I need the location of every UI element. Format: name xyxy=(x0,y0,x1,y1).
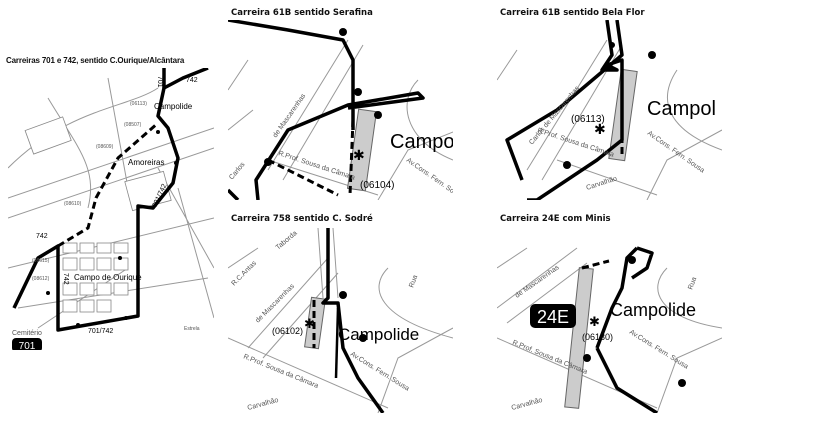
street-carvalhao: Carvalhão xyxy=(247,397,280,412)
place-campolide: Campol xyxy=(647,98,716,120)
street-carvalhao: Carvalhão xyxy=(585,175,618,192)
place-amoreiras: Amoreiras xyxy=(128,158,164,167)
map-61b-serafina: ✱ (06104) Campoli de Mascarenhas R.Prof.… xyxy=(228,20,453,200)
street-grid xyxy=(8,77,214,329)
street-prof-sousa-camara: R.Prof. Sousa da Câmara xyxy=(277,150,355,181)
map-24e-minis: 24E ✱ (06130) Campolide de Mascarenhas R… xyxy=(497,228,722,413)
stop-06104: (06104) xyxy=(360,180,394,191)
street-av-cons-fern-sousa: Av.Cons. Fern. Sousa xyxy=(349,351,410,393)
street-prof-sousa-camara: R.Prof. Sousa da Câmara xyxy=(242,353,319,390)
map-758-sodre-svg: ✱ (06102) Campolide de Mascarenhas R.Pro… xyxy=(228,228,453,413)
street-mascarenhas: de Mascarenhas xyxy=(272,92,308,139)
route-24e-badge xyxy=(530,304,576,328)
stop-06130: (06130) xyxy=(582,332,613,342)
place-campo-de-ourique: Campo de Ourique xyxy=(74,273,142,282)
stop-08507: (08507) xyxy=(124,122,142,128)
route-24e-badge-text: 24E xyxy=(537,307,569,327)
stop-08615: (08615) xyxy=(32,258,50,264)
street-carlos: Carlos xyxy=(228,161,247,181)
route-label-742-vertical: 742 xyxy=(62,273,69,285)
street-av-cons-fern-sousa: Av.Cons. Fern. Sousa xyxy=(646,130,706,175)
panel-24e-minis-title: Carreira 24E com Minis xyxy=(500,214,611,224)
svg-text:✱: ✱ xyxy=(304,316,315,331)
map-61b-bela-flor: ✱ (06113) Campol Carlos de Mascarenhas R… xyxy=(497,20,722,200)
place-cemiterio: Cemitério xyxy=(12,330,42,337)
route-701-badge-text: 701 xyxy=(19,341,36,350)
map-carreiras-701-742: Campolide Amoreiras Campo de Ourique Cem… xyxy=(8,68,214,350)
route-742-dashed-line xyxy=(57,121,159,248)
route-label-701-top: 701 xyxy=(156,76,163,88)
street-av-cons-fern-sousa: Av.Cons. Fern. Sousa xyxy=(628,329,689,371)
place-campolide: Campolide xyxy=(154,102,193,111)
left-map-title: Carreiras 701 e 742, sentido C.Ourique/A… xyxy=(6,56,185,65)
route-701-badge xyxy=(12,338,42,350)
place-campolide: Campoli xyxy=(390,131,453,153)
panel-61b-serafina-title: Carreira 61B sentido Serafina xyxy=(231,8,373,18)
map-24e-minis-svg: 24E ✱ (06130) Campolide de Mascarenhas R… xyxy=(497,246,722,413)
map-701-742-svg: Campolide Amoreiras Campo de Ourique Cem… xyxy=(8,68,214,350)
stop-06102: (06102) xyxy=(272,326,303,336)
map-61b-bela-flor-svg: ✱ (06113) Campol Carlos de Mascarenhas R… xyxy=(497,20,722,200)
street-av-cons-fern-sousa: Av.Cons. Fern. Sousa xyxy=(405,157,453,200)
panel-61b-bela-flor-title: Carreira 61B sentido Bela Flor xyxy=(500,8,645,18)
svg-text:✱: ✱ xyxy=(594,121,606,137)
street-taborda: Taborda xyxy=(275,230,299,252)
stop-08612: (08612) xyxy=(32,276,50,282)
street-rua: Rua xyxy=(408,274,419,289)
stop-08609: (08609) xyxy=(96,144,114,150)
stop-08610: (08610) xyxy=(64,201,82,207)
street-mascarenhas: de Mascarenhas xyxy=(254,283,296,325)
svg-text:✱: ✱ xyxy=(589,314,600,329)
place-estrela: Estrela xyxy=(184,326,200,332)
svg-text:✱: ✱ xyxy=(353,147,365,163)
street-rua: Rua xyxy=(687,276,698,291)
map-61b-serafina-svg: ✱ (06104) Campoli de Mascarenhas R.Prof.… xyxy=(228,20,453,200)
street-carvalhao: Carvalhão xyxy=(511,397,544,412)
route-label-742: 742 xyxy=(36,233,48,240)
street-mascarenhas: de Mascarenhas xyxy=(514,264,561,300)
stop-markers xyxy=(46,130,178,327)
place-campolide: Campolide xyxy=(610,300,696,320)
map-758-sodre: ✱ (06102) Campolide de Mascarenhas R.Pro… xyxy=(228,228,453,413)
stop-06113: (06113) xyxy=(130,101,147,107)
route-label-742-top: 742 xyxy=(186,77,198,84)
panel-758-sodre-title: Carreira 758 sentido C. Sodré xyxy=(231,214,373,224)
place-campolide: Campolide xyxy=(338,325,419,344)
route-701-742-line xyxy=(12,68,209,332)
route-label-701-742-bottom: 701/742 xyxy=(88,328,113,335)
stop-06113: (06113) xyxy=(571,114,605,125)
